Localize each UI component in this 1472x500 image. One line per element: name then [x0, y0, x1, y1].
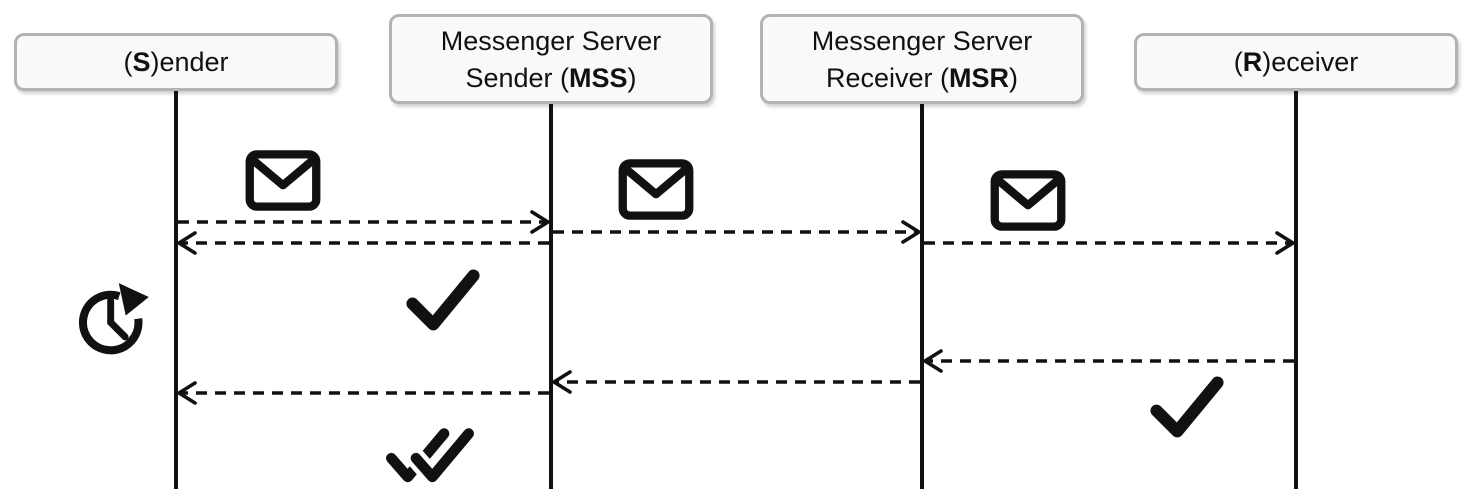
actor-box-sender: (S)ender: [14, 33, 338, 91]
message-sender-to-mss-arrowhead: [530, 210, 550, 234]
actor-box-mss: Messenger Server Sender (MSS): [389, 14, 713, 104]
ack-receiver-to-msr-arrowhead: [923, 349, 943, 373]
envelope-icon: [995, 174, 1062, 226]
envelope-icon: [623, 163, 690, 215]
actor-box-msr: Messenger Server Receiver (MSR): [760, 14, 1084, 104]
actor-box-receiver: (R)eceiver: [1134, 33, 1458, 91]
ack-mss-to-sender-2-arrowhead: [177, 381, 197, 405]
check-icon: [1157, 383, 1218, 432]
ack-msr-to-mss-arrowhead: [552, 370, 572, 394]
message-mss-to-msr-arrowhead: [901, 220, 921, 244]
message-msr-to-receiver-arrowhead: [1275, 231, 1295, 255]
double-check-icon: [391, 434, 468, 477]
actor-label-mss-line2: Sender (MSS): [465, 63, 637, 93]
actor-label-msr-line1: Messenger Server: [811, 26, 1033, 56]
envelope-icon: [250, 154, 317, 206]
clock-forward-icon: [83, 283, 149, 350]
actor-label-mss-line1: Messenger Server: [440, 26, 662, 56]
actor-label-sender: (S)ender: [123, 47, 229, 77]
check-icon: [413, 276, 474, 325]
ack-mss-to-sender-arrowhead: [177, 231, 197, 255]
actor-label-receiver: (R)eceiver: [1233, 47, 1359, 77]
actor-label-msr-line2: Receiver (MSR): [825, 63, 1019, 93]
